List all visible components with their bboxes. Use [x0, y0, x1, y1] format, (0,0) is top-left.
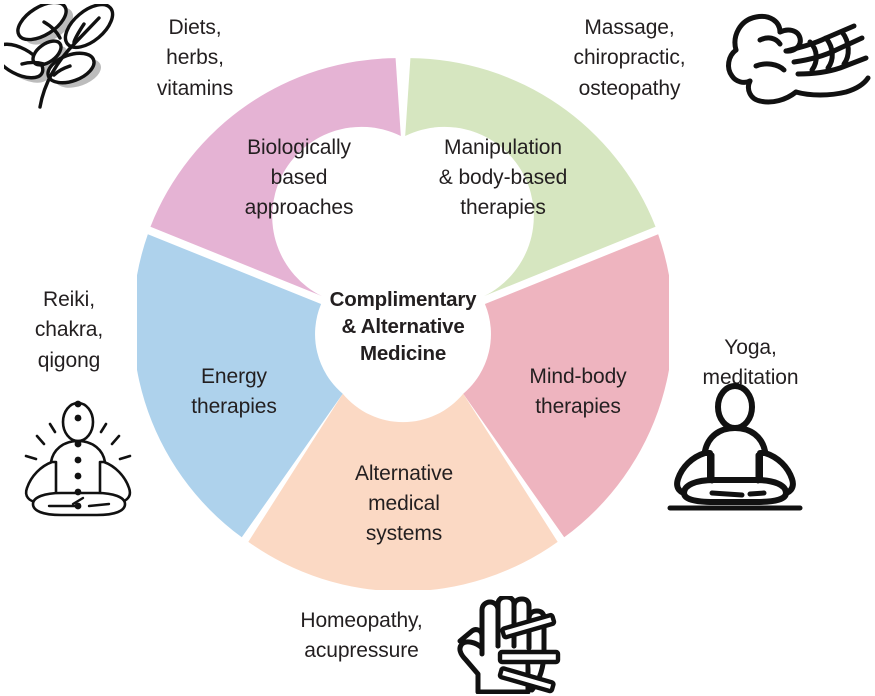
outer-label-yoga: Yoga, meditation	[668, 333, 833, 394]
outer-label-line: Yoga,	[724, 336, 777, 359]
outer-label-line: qigong	[37, 348, 101, 372]
outer-label-homeopathy: Homeopathy, acupressure	[274, 606, 449, 667]
segment-label-line: therapies	[460, 196, 546, 220]
outer-label-line: acupressure	[304, 639, 419, 663]
outer-label-line: Diets,	[168, 16, 222, 39]
segment-label-alternative-medical-systems: Alternative medical systems	[318, 459, 490, 549]
segment-alternative-medical-systems[interactable]	[248, 393, 558, 590]
outer-label-line: herbs,	[166, 46, 224, 70]
donut-svg	[137, 58, 669, 590]
outer-label-line: meditation	[702, 366, 799, 390]
donut-center-hole	[325, 246, 481, 402]
segment-mind-body[interactable]	[463, 234, 669, 538]
center-title: Complimentary & Alternative Medicine	[299, 286, 507, 367]
center-title-line: Medicine	[359, 342, 447, 366]
outer-label-line: vitamins	[156, 76, 234, 100]
segment-label-line: Biologically	[247, 136, 351, 159]
segment-label-energy-therapies: Energy therapies	[148, 362, 320, 422]
cam-donut-wheel	[137, 58, 669, 590]
donut-segments	[137, 58, 669, 590]
outer-label-line: Reiki,	[43, 288, 95, 311]
segment-label-line: based	[270, 166, 328, 190]
segment-label-mind-body: Mind-body therapies	[493, 362, 663, 422]
segment-label-line: therapies	[535, 395, 621, 419]
outer-label-line: osteopathy	[578, 76, 681, 100]
outer-label-line: chakra,	[34, 318, 104, 342]
leaf-branch-icon	[4, 4, 130, 116]
segment-label-line: Energy	[201, 365, 267, 388]
segment-energy-therapies[interactable]	[137, 234, 343, 538]
segment-manipulation[interactable]	[405, 58, 656, 297]
segment-biologically-based-approaches[interactable]	[150, 58, 401, 297]
outer-label-reiki: Reiki, chakra, qigong	[4, 285, 134, 376]
outer-label-line: Massage,	[584, 16, 675, 39]
chakra-figure-icon	[11, 394, 145, 530]
outer-label-diets: Diets, herbs, vitamins	[120, 13, 270, 104]
segment-label-line: Manipulation	[444, 136, 562, 159]
lotus-pose-icon	[664, 381, 806, 513]
segment-label-manipulation: Manipulation & body-based therapies	[413, 133, 593, 223]
massage-hands-icon	[714, 6, 874, 116]
segment-label-line: approaches	[244, 196, 354, 220]
acupressure-hand-icon	[452, 596, 564, 694]
center-title-line: Complimentary	[329, 288, 477, 311]
segment-label-line: Alternative	[354, 462, 454, 485]
segment-label-line: therapies	[191, 395, 277, 419]
outer-label-line: Homeopathy,	[300, 609, 423, 632]
segment-label-biologically-based-approaches: Biologically based approaches	[206, 133, 392, 223]
outer-label-massage: Massage, chiropractic, osteopathy	[547, 13, 712, 104]
segment-label-line: medical	[368, 492, 440, 516]
segment-label-line: systems	[365, 522, 443, 546]
outer-label-line: chiropractic,	[573, 46, 686, 70]
segment-label-line: Mind-body	[529, 365, 627, 388]
segment-label-line: & body-based	[438, 166, 568, 190]
center-title-line: & Alternative	[341, 315, 465, 339]
